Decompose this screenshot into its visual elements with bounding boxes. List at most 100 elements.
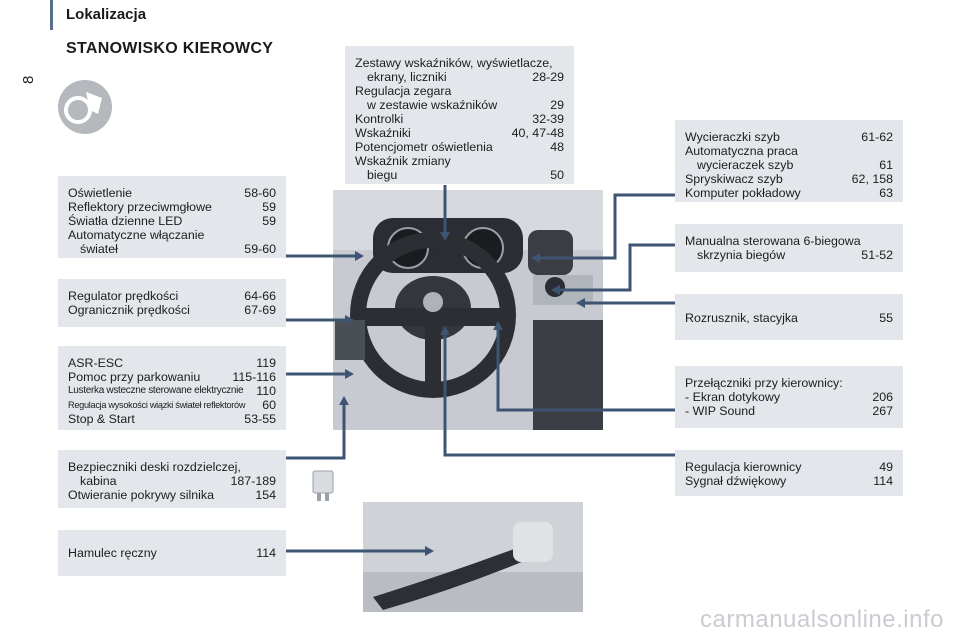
item-page: 60 [262, 398, 276, 412]
item-label: Automatyczna praca [685, 144, 798, 158]
item-label: Regulacja kierownicy [685, 460, 802, 474]
item-label: Oświetlenie [68, 186, 133, 200]
list-item: ASR-ESC 119 [68, 356, 276, 370]
page-title: STANOWISKO KIEROWCY [66, 40, 274, 57]
handbrake-photo [363, 502, 583, 612]
list-item: kabina 187-189 [68, 474, 276, 488]
item-page [556, 84, 564, 98]
item-page: 206 [872, 390, 893, 404]
item-page: 110 [256, 384, 276, 398]
list-item: Automatyczna praca [685, 144, 893, 158]
item-page [885, 144, 893, 158]
item-label: Regulator prędkości [68, 289, 179, 303]
item-page: 59 [262, 200, 276, 214]
item-page: 28-29 [532, 70, 564, 84]
item-page [885, 376, 893, 390]
item-page [268, 460, 276, 474]
item-label: Spryskiwacz szyb [685, 172, 783, 186]
item-page: 59 [262, 214, 276, 228]
list-item: Lusterka wsteczne sterowane elektrycznie… [68, 384, 276, 398]
item-page: 50 [550, 168, 564, 182]
item-label: Regulacja wysokości wiązki świateł refle… [68, 400, 246, 410]
item-page: 61 [879, 158, 893, 172]
item-label: Automatyczne włączanie [68, 228, 205, 242]
item-page: 63 [879, 186, 893, 200]
list-item: Wskaźnik zmiany [355, 154, 564, 168]
item-page: 64-66 [244, 289, 276, 303]
item-label: Rozrusznik, stacyjka [685, 311, 798, 325]
item-page: 55 [879, 311, 893, 325]
item-label: wycieraczek szyb [697, 158, 794, 172]
list-item: Przełączniki przy kierownicy: [685, 376, 893, 390]
item-label: Zestawy wskaźników, wyświetlacze, [355, 56, 553, 70]
item-label: Lusterka wsteczne sterowane elektrycznie [68, 385, 244, 396]
item-label: Wskaźniki [355, 126, 411, 140]
list-item: Rozrusznik, stacyjka 55 [685, 311, 893, 325]
box-fuses: Bezpieczniki deski rozdzielczej, kabina 1… [58, 450, 286, 508]
item-label: ekrany, liczniki [367, 70, 447, 84]
dashboard-photo [333, 190, 603, 430]
list-item: Regulacja zegara [355, 84, 564, 98]
item-label: kabina [80, 474, 117, 488]
item-page: 29 [550, 98, 564, 112]
item-page [885, 234, 893, 248]
list-item: - WIP Sound 267 [685, 404, 893, 418]
item-page: 51-52 [861, 248, 893, 262]
item-page [556, 154, 564, 168]
list-item: Manualna sterowana 6-biegowa [685, 234, 893, 248]
item-label: Pomoc przy parkowaniu [68, 370, 201, 384]
item-page: 187-189 [230, 474, 276, 488]
list-item: w zestawie wskaźników 29 [355, 98, 564, 112]
item-page: 114 [873, 474, 893, 488]
list-item: Bezpieczniki deski rozdzielczej, [68, 460, 276, 474]
driver-icon [58, 80, 112, 134]
box-instruments: Zestawy wskaźników, wyświetlacze, ekrany… [345, 46, 574, 184]
item-page: 53-55 [244, 412, 276, 426]
item-label: Wskaźnik zmiany [355, 154, 451, 168]
list-item: Regulator prędkości 64-66 [68, 289, 276, 303]
item-label: Ogranicznik prędkości [68, 303, 190, 317]
item-label: Regulacja zegara [355, 84, 452, 98]
item-page [268, 228, 276, 242]
fuse-icon [312, 470, 334, 502]
item-page: 267 [872, 404, 893, 418]
item-label: - Ekran dotykowy [685, 390, 781, 404]
item-label: Bezpieczniki deski rozdzielczej, [68, 460, 241, 474]
item-label: Manualna sterowana 6-biegowa [685, 234, 861, 248]
list-item: Zestawy wskaźników, wyświetlacze, [355, 56, 564, 70]
item-label: Wycieraczki szyb [685, 130, 780, 144]
list-item: ekrany, liczniki 28-29 [355, 70, 564, 84]
item-label: ASR-ESC [68, 356, 124, 370]
item-label: w zestawie wskaźników [367, 98, 498, 112]
box-speed: Regulator prędkości 64-66 Ogranicznik prę… [58, 279, 286, 327]
list-item: Regulacja wysokości wiązki świateł refle… [68, 398, 276, 412]
item-label: Potencjometr oświetlenia [355, 140, 493, 154]
item-label: Komputer pokładowy [685, 186, 801, 200]
item-label: Kontrolki [355, 112, 404, 126]
item-label: Przełączniki przy kierownicy: [685, 376, 843, 390]
item-page: 154 [255, 488, 276, 502]
list-item: Komputer pokładowy 63 [685, 186, 893, 200]
item-label: - WIP Sound [685, 404, 756, 418]
item-page: 119 [256, 356, 276, 370]
item-label: Reflektory przeciwmgłowe [68, 200, 212, 214]
item-label: Hamulec ręczny [68, 546, 157, 560]
